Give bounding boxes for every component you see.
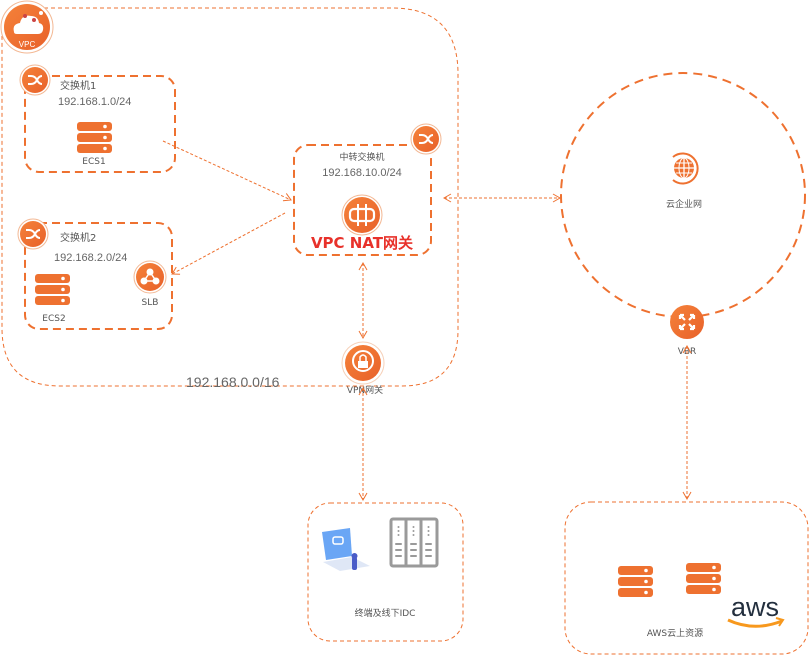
switch1-icon — [19, 64, 51, 96]
ecs2-label: ECS2 — [42, 314, 65, 324]
nat-gateway-icon — [341, 194, 383, 236]
switch2-cidr: 192.168.2.0/24 — [54, 252, 127, 264]
switch2-name: 交换机2 — [60, 231, 96, 244]
connector-transit-to-slb — [171, 212, 286, 275]
cen-label: 云企业网 — [666, 198, 702, 210]
aws-logo: aws — [727, 592, 785, 628]
cen-globe-icon — [672, 152, 699, 185]
switch2-box — [24, 222, 173, 330]
slb-icon — [133, 260, 167, 294]
idc-label: 终端及线下IDC — [355, 607, 416, 619]
vpc-icon: VPC — [0, 0, 54, 54]
ecs2-server-icon — [35, 274, 70, 305]
vpc-container — [1, 7, 459, 387]
vpc-icon-label: VPC — [19, 40, 36, 49]
ecs1-label: ECS1 — [82, 157, 105, 167]
aws-box — [564, 501, 809, 655]
cen-circle — [560, 72, 806, 318]
vpn-gateway-label: VPN网关 — [347, 384, 383, 396]
laptop-icon — [322, 528, 370, 571]
transit-switch-name: 中转交换机 — [339, 151, 384, 163]
aws-label: AWS云上资源 — [647, 628, 703, 639]
vbr-icon — [670, 305, 704, 339]
switch1-cidr: 192.168.1.0/24 — [58, 96, 131, 108]
slb-label: SLB — [142, 298, 159, 308]
switch1-name: 交换机1 — [60, 79, 96, 92]
ecs1-server-icon — [77, 122, 112, 153]
transit-switch-icon — [410, 123, 442, 155]
transit-switch-box — [293, 144, 432, 256]
nat-gateway-label: VPC NAT网关 — [311, 234, 413, 252]
idc-server-rack-icon — [389, 517, 439, 568]
idc-box — [307, 502, 464, 642]
transit-switch-cidr: 192.168.10.0/24 — [322, 167, 402, 179]
aws-server-icon-1 — [618, 566, 653, 597]
switch2-icon — [17, 218, 49, 250]
vpc-cidr: 192.168.0.0/16 — [186, 374, 280, 390]
vpn-gateway-icon — [341, 341, 385, 385]
aws-server-icon-2 — [686, 563, 721, 594]
aws-logo-text: aws — [731, 592, 779, 622]
connector-switch1-to-transit — [162, 140, 292, 202]
